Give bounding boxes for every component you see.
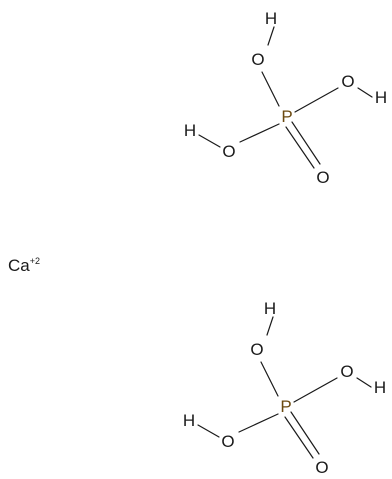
- atom-o-right-1: O: [341, 72, 354, 91]
- atom-h-top-1: H: [265, 9, 277, 28]
- atom-o-top-2: O: [250, 340, 263, 359]
- bond-o-left-p-2: [238, 413, 279, 433]
- bond-p-o-double-b-2: [290, 411, 320, 455]
- bond-o-top-p-1: [261, 71, 280, 107]
- bond-h-o-top-2: [266, 316, 274, 336]
- bond-p-o-double-b-1: [291, 121, 321, 165]
- atom-o-double-1: O: [316, 168, 329, 187]
- atom-p-2: P: [280, 397, 291, 416]
- bond-h-o-top-1: [267, 26, 275, 46]
- atom-h-top-2: H: [264, 299, 276, 318]
- bond-p-o-double-a-1: [285, 126, 315, 169]
- calcium-ion: Ca+2: [8, 256, 40, 275]
- atom-o-top-1: O: [251, 50, 264, 69]
- atom-o-right-2: O: [340, 362, 353, 381]
- phosphoric-acid-molecule-2: H O P O H O H O: [183, 299, 386, 477]
- atom-o-left-2: O: [221, 432, 234, 451]
- atom-o-left-1: O: [222, 142, 235, 161]
- atom-o-double-2: O: [315, 458, 328, 477]
- bond-o-right-h-2: [356, 377, 372, 388]
- bond-p-o-right-2: [293, 377, 338, 403]
- calcium-charge: +2: [30, 256, 40, 266]
- bond-p-o-right-1: [294, 87, 339, 113]
- bond-p-o-double-a-2: [284, 416, 314, 459]
- phosphoric-acid-molecule-1: H O P O H O H O: [184, 9, 387, 187]
- bond-h-o-left-1: [198, 134, 221, 148]
- bond-h-o-left-2: [197, 424, 220, 438]
- bond-o-left-p-1: [239, 123, 280, 143]
- calcium-symbol: Ca: [8, 256, 30, 275]
- bond-o-top-p-2: [260, 361, 279, 397]
- atom-h-right-1: H: [375, 88, 387, 107]
- bond-o-right-h-1: [357, 87, 373, 98]
- atom-h-left-1: H: [184, 121, 196, 140]
- atom-h-right-2: H: [374, 378, 386, 397]
- atom-h-left-2: H: [183, 411, 195, 430]
- atom-p-1: P: [281, 107, 292, 126]
